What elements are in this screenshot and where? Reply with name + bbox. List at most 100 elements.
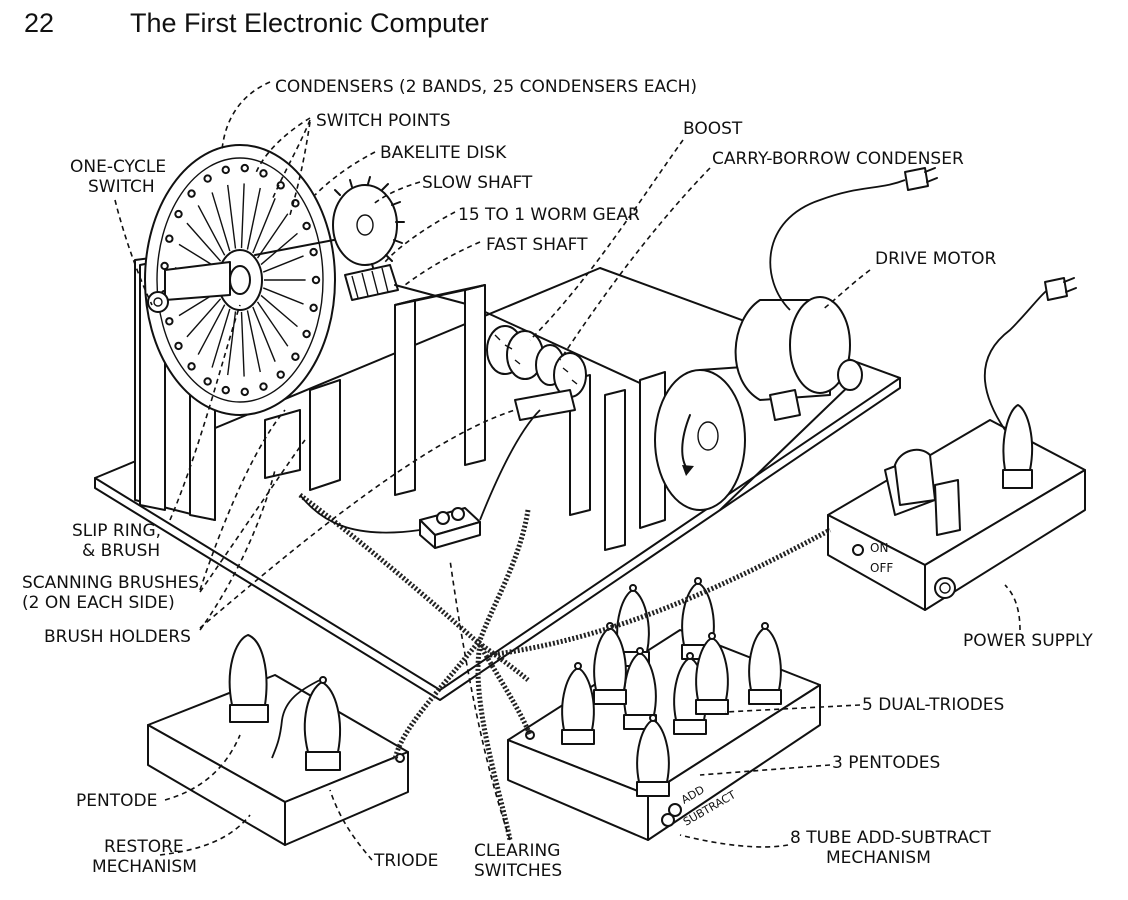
- switch-point: [174, 341, 183, 351]
- drive-pulley: [654, 369, 746, 511]
- motor-cord: [769, 179, 906, 311]
- label-triode: TRIODE: [373, 851, 438, 871]
- leader-lines: [114, 81, 1021, 861]
- slow-shaft-gear: [332, 176, 405, 272]
- label-slip-ring: SLIP RING,: [72, 521, 161, 541]
- condenser-spoke: [197, 304, 226, 355]
- switch-point: [302, 329, 311, 339]
- vacuum-tube: [695, 632, 729, 715]
- label-and-brush: & BRUSH: [82, 541, 160, 561]
- power-supply-tubes: [934, 404, 1034, 536]
- restore-pentode-tube: [228, 634, 269, 723]
- condenser-spoke: [260, 294, 298, 328]
- condenser-spoke: [211, 308, 231, 368]
- add-subtract-tubes: [561, 577, 782, 797]
- page-number: 22: [24, 8, 55, 38]
- switch-point: [187, 189, 196, 198]
- switch-point: [221, 385, 230, 395]
- boost-and-carry-condensers: [486, 325, 587, 421]
- label-condensers: CONDENSERS (2 BANDS, 25 CONDENSERS EACH): [275, 77, 697, 97]
- label-restore: RESTORE: [104, 837, 184, 857]
- label-on: ON: [870, 541, 888, 555]
- condenser-spoke: [227, 184, 237, 249]
- label-one-cycle: ONE-CYCLE: [70, 157, 166, 177]
- switch-point: [309, 303, 318, 313]
- switch-point: [203, 174, 212, 183]
- condenser-spoke: [252, 306, 276, 362]
- slip-ring: [229, 265, 251, 295]
- switch-point: [160, 261, 169, 271]
- switch-point: [187, 362, 196, 371]
- switch-point: [203, 377, 212, 386]
- label-add-subtract-mechanism: MECHANISM: [826, 848, 931, 868]
- worm-gear: [344, 264, 399, 301]
- base-board-edge: [94, 377, 901, 701]
- label-carry-borrow-condenser: CARRY-BORROW CONDENSER: [712, 149, 964, 169]
- switch-point: [276, 370, 285, 379]
- label-switches: SWITCHES: [474, 861, 562, 881]
- switch-point: [259, 382, 268, 391]
- label-two-on-each-side: (2 ON EACH SIDE): [22, 593, 175, 613]
- power-cord: [984, 287, 1051, 431]
- label-add-subtract: 8 TUBE ADD-SUBTRACT: [790, 828, 991, 848]
- condenser-spoke: [256, 213, 289, 259]
- vacuum-tube: [623, 647, 657, 730]
- condenser-spoke: [262, 287, 304, 305]
- switch-point: [259, 169, 268, 178]
- condenser-spoke: [186, 298, 222, 338]
- condenser-spoke: [246, 187, 261, 250]
- label-drive-motor: DRIVE MOTOR: [875, 249, 997, 269]
- switch-point: [165, 317, 174, 326]
- condenser-spoke: [262, 255, 304, 273]
- condenser-spoke: [197, 205, 226, 256]
- add-subtract-box: [507, 629, 821, 841]
- power-plug: [1044, 277, 1068, 301]
- vacuum-tube: [748, 622, 782, 705]
- drive-belt-bottom: [719, 379, 856, 511]
- switch-point: [174, 209, 183, 219]
- switch-point: [165, 234, 174, 243]
- label-bakelite-disk: BAKELITE DISK: [380, 143, 507, 163]
- label-restore-mechanism: MECHANISM: [92, 857, 197, 877]
- motor-plug: [904, 167, 929, 191]
- switch-point: [311, 275, 321, 285]
- switch-point: [240, 163, 249, 173]
- switch-point: [291, 352, 300, 361]
- drive-motor: [734, 296, 863, 421]
- label-fast-shaft: FAST SHAFT: [486, 235, 588, 255]
- condenser-spoke: [252, 198, 276, 254]
- cable-bundle: [298, 409, 832, 841]
- vacuum-tube: [636, 714, 670, 797]
- label-pentode: PENTODE: [76, 791, 157, 811]
- label-pentodes: 3 PENTODES: [832, 753, 940, 773]
- label-power-supply: POWER SUPPLY: [963, 631, 1093, 651]
- switch-point: [309, 247, 318, 257]
- condenser-spoke: [240, 183, 245, 249]
- condenser-spoke: [246, 310, 261, 373]
- label-dual-triodes: 5 DUAL-TRIODES: [862, 695, 1004, 715]
- label-clearing: CLEARING: [474, 841, 560, 861]
- restore-mechanism-box: [147, 674, 409, 846]
- switch-point: [240, 387, 249, 397]
- vacuum-tube: [561, 662, 595, 745]
- one-cycle-switch: [147, 291, 169, 313]
- label-switch: SWITCH: [88, 177, 155, 197]
- switch-point: [302, 221, 311, 231]
- page-title: The First Electronic Computer: [130, 8, 489, 38]
- label-slow-shaft: SLOW SHAFT: [422, 173, 533, 193]
- label-brush-holders: BRUSH HOLDERS: [44, 627, 191, 647]
- switch-point: [221, 165, 230, 175]
- label-switch-points: SWITCH POINTS: [316, 111, 451, 131]
- switch-points: [160, 163, 321, 397]
- shaft-bearing: [164, 261, 231, 301]
- condenser-spoke: [240, 311, 245, 377]
- condenser-spoke: [211, 192, 231, 252]
- condenser-spoke: [260, 232, 298, 266]
- clearing-switch-block: [419, 507, 481, 549]
- label-boost: BOOST: [683, 119, 743, 139]
- switch-point: [276, 181, 285, 190]
- condenser-spoke: [256, 301, 289, 347]
- restore-triode-tube: [271, 676, 342, 771]
